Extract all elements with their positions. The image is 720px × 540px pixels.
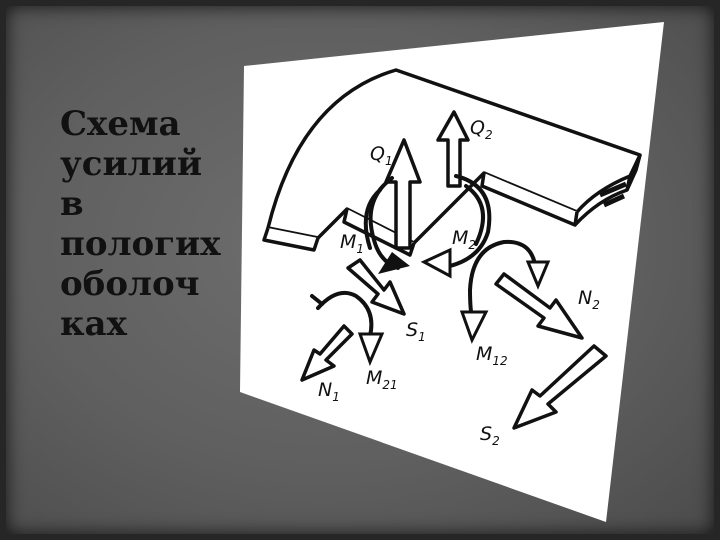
label-s1: S1: [406, 319, 426, 344]
slide-title: Схема усилий в пологих оболоч ках: [60, 104, 221, 344]
label-m2: M2: [452, 227, 476, 252]
m12-moment-arrow: [459, 239, 551, 344]
diagram-labels: Q1 Q2 M1 M2 S1 N2 M12 N1 M21 S2: [318, 117, 600, 448]
label-m21: M21: [366, 367, 398, 392]
m2-moment-arrow: [420, 174, 492, 279]
label-m1: M1: [340, 231, 364, 256]
label-s2: S2: [480, 423, 500, 448]
n1-arrow: [300, 324, 354, 382]
m1-moment-arrow: [363, 176, 410, 274]
label-m12: M12: [476, 343, 508, 368]
q1-arrow: [384, 138, 422, 250]
s1-arrow: [346, 258, 406, 316]
label-n2: N2: [578, 287, 600, 312]
m21-moment-arrow: [310, 291, 385, 367]
label-n1: N1: [318, 379, 340, 404]
label-q2: Q2: [470, 117, 493, 142]
s2-arrow: [512, 344, 608, 430]
n2-arrow: [494, 272, 584, 340]
label-q1: Q1: [370, 143, 393, 168]
